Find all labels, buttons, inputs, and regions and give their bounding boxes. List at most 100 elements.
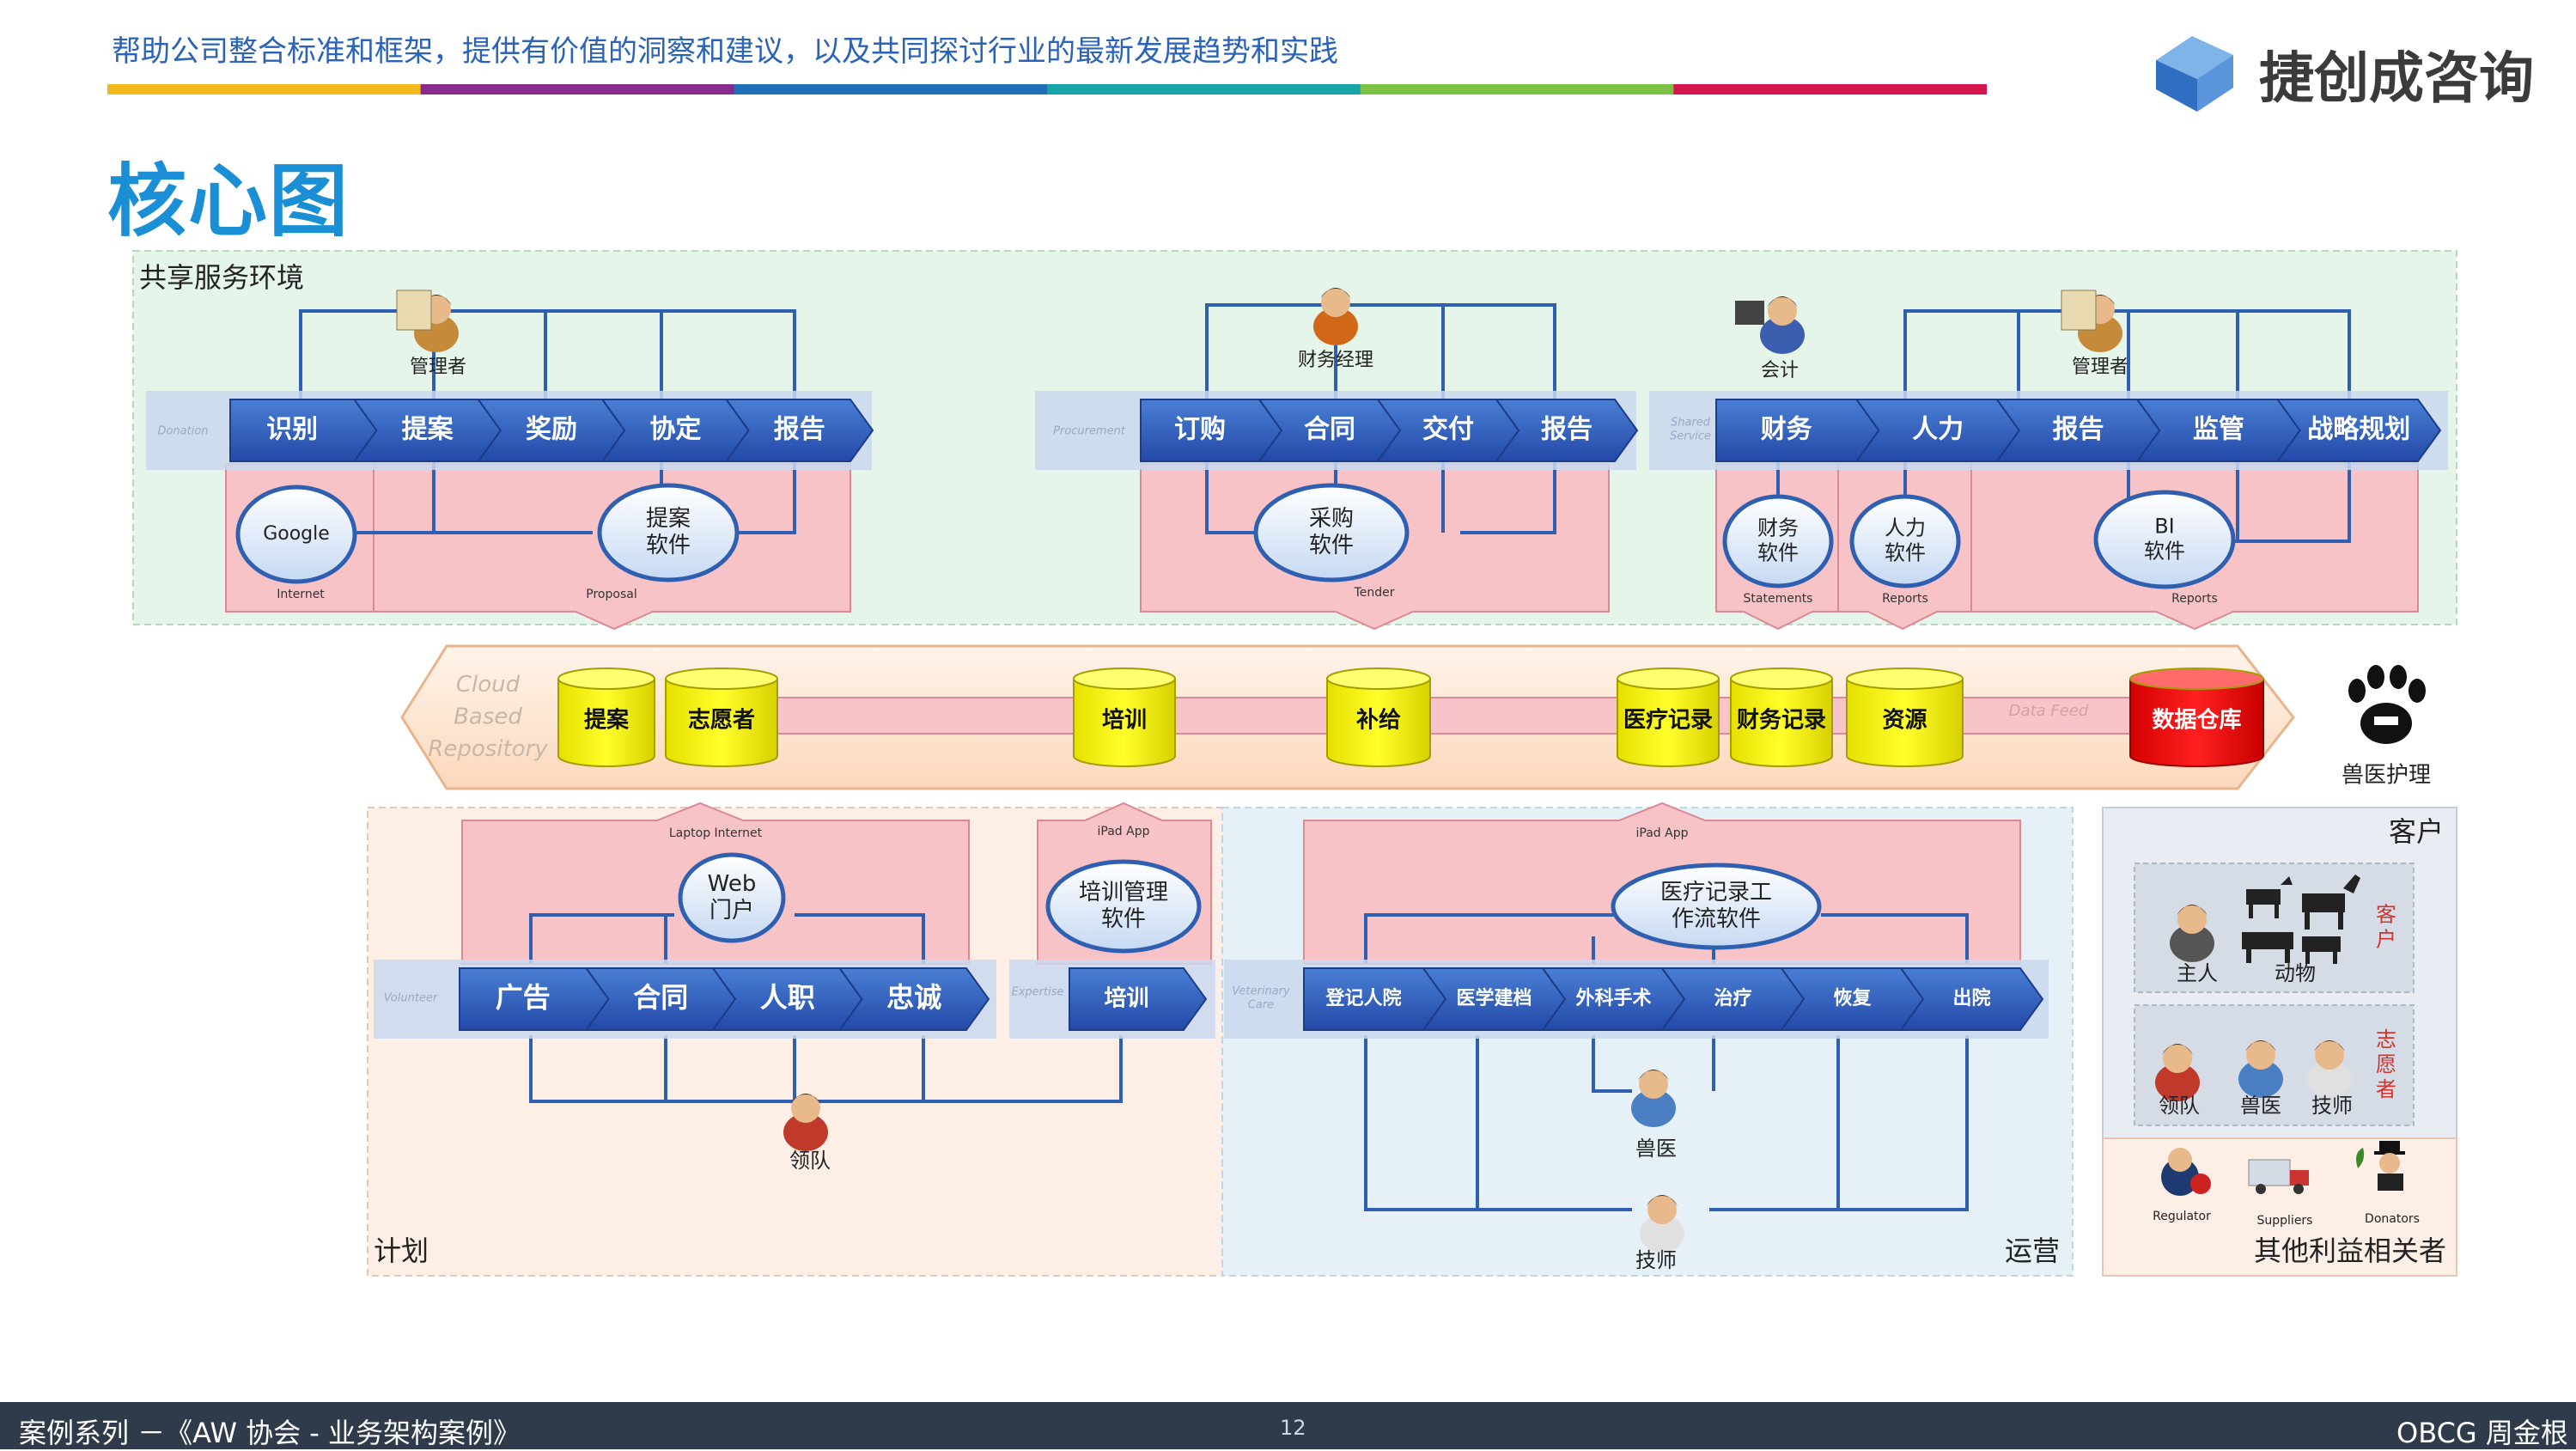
chevron-layer: 识别提案奖励协定报告订购合同交付报告财务人力报告监管战略规划广告合同人职忠诚培训… <box>229 399 2442 1031</box>
system-oval <box>2093 490 2236 589</box>
logo-cube-icon <box>2156 36 2233 112</box>
g3-chevron-label: 战略规划 <box>2307 415 2410 445</box>
page-title: 核心图 <box>107 155 350 247</box>
stripe-segment <box>420 84 735 94</box>
system-oval-label: 医疗记录工作流软件 <box>1660 880 1772 932</box>
volunteer-item-label: 兽医 <box>2240 1094 2281 1118</box>
volunteer-item-label: 领队 <box>2159 1094 2200 1118</box>
customer-label: 客户 <box>2389 815 2444 848</box>
system-oval-label: 财务软件 <box>1757 516 1799 565</box>
stakeholder-item-label: Regulator <box>2153 1210 2211 1223</box>
g1-role-label: 管理者 <box>410 357 466 378</box>
cylinder-label: 财务记录 <box>1737 708 1826 734</box>
plan-chevron <box>837 967 990 1031</box>
system-oval <box>678 852 786 943</box>
newspaper-icon <box>396 290 432 331</box>
plan-band-label: Volunteer <box>384 992 439 1005</box>
plan-chevron-label: 忠诚 <box>886 981 941 1014</box>
database-cylinder <box>1730 678 1833 767</box>
cylinder-top <box>557 668 655 690</box>
finance-manager-person-icon <box>1313 288 1358 345</box>
g1-chevron-label: 协定 <box>649 415 701 445</box>
cylinder-label: 医疗记录 <box>1623 707 1713 734</box>
cylinder-label: 数据仓库 <box>2152 707 2241 734</box>
g1-chevron-label: 提案 <box>402 415 454 445</box>
footer-right: OBCG 周金根 <box>2396 1417 2568 1449</box>
cylinder-top <box>1730 668 1833 690</box>
cylinder-top <box>1617 668 1720 690</box>
ops-chevron-label: 出院 <box>1952 987 1990 1009</box>
cylinder-layer: 提案志愿者培训补给医疗记录财务记录资源数据仓库 <box>557 668 2264 767</box>
cylinder-top <box>1326 668 1431 690</box>
database-cylinder <box>665 678 778 767</box>
vet-person-icon <box>2238 1040 2283 1098</box>
database-cylinder <box>1326 678 1431 767</box>
g2-band-label: Procurement <box>1053 425 1126 438</box>
g1-chevron-label: 奖励 <box>526 415 577 445</box>
vet-person-icon <box>1631 1070 1676 1127</box>
system-oval <box>1849 494 1961 588</box>
stripe-segment <box>107 84 422 94</box>
cylinder-top <box>665 668 778 690</box>
plan-chevron-label: 广告 <box>496 981 551 1014</box>
suppliers-truck-icon <box>2248 1159 2309 1194</box>
footer-page-number: 12 <box>1280 1416 1306 1440</box>
system-oval <box>1253 483 1410 582</box>
technician-person-icon <box>2307 1040 2352 1098</box>
database-cylinder <box>2129 678 2264 767</box>
cylinder-top <box>1073 668 1176 690</box>
training-band-label: Expertise <box>1012 986 1064 999</box>
system-oval <box>1045 859 1202 954</box>
stripe-segment <box>1047 84 1361 94</box>
stakeholder-item-label: Suppliers <box>2257 1214 2313 1228</box>
g3-chevron-label: 人力 <box>1912 415 1964 445</box>
database-cylinder <box>1846 678 1964 767</box>
owner-person-icon <box>2170 905 2214 962</box>
system-oval <box>1611 863 1822 950</box>
plan-label: 计划 <box>374 1235 429 1267</box>
system-oval-label: 提案软件 <box>646 506 691 558</box>
stripe-segment <box>734 84 1048 94</box>
g2-role-label: 财务经理 <box>1298 350 1373 371</box>
g1-chevron-label: 识别 <box>266 415 318 445</box>
ops-chevron <box>1899 967 2044 1031</box>
vet-care-label: 兽医护理 <box>2342 763 2431 789</box>
plan-chevron-label: 人职 <box>760 981 815 1014</box>
g1-chevron <box>724 399 874 462</box>
system-oval <box>1722 494 1834 588</box>
person-layer <box>396 288 2352 1253</box>
g3-sub-label: Reports <box>2171 592 2218 606</box>
g1-sub-label: Proposal <box>586 588 636 601</box>
g3-sub-label: Statements <box>1744 592 1813 606</box>
cylinder-top <box>1846 668 1964 690</box>
technician-person-icon <box>1640 1195 1684 1253</box>
g3-role-label: 会计 <box>1761 360 1799 381</box>
shared-env-label: 共享服务环境 <box>139 261 304 294</box>
stripe-segment <box>1673 84 1987 94</box>
system-oval-label: 培训管理软件 <box>1079 880 1168 932</box>
logo-text: 捷创成咨询 <box>2259 47 2534 111</box>
cylinder-label: 补给 <box>1356 707 1401 734</box>
volunteer-side-label: 志愿者 <box>2376 1027 2396 1101</box>
computer-icon <box>1735 301 1764 325</box>
ops-role-label: 兽医 <box>1635 1137 1677 1161</box>
g1-sub-label: Internet <box>277 588 325 601</box>
cylinder-label: 志愿者 <box>688 708 755 734</box>
plan-chevron-label: 合同 <box>633 981 688 1014</box>
ops-chevron-label: 登记人院 <box>1325 987 1401 1009</box>
ops-chevron-label: 恢复 <box>1833 987 1872 1009</box>
g3-role-label: 管理者 <box>2072 357 2128 378</box>
g3-sub-label: Reports <box>1882 592 1928 606</box>
cylinder-top <box>2129 668 2264 690</box>
database-cylinder <box>557 678 655 767</box>
ops-chevron-label: 治疗 <box>1714 987 1751 1009</box>
g2-chevron-label: 订购 <box>1174 415 1226 445</box>
stripe-segment <box>1360 84 1675 94</box>
header-color-stripe <box>107 84 1987 94</box>
system-oval <box>235 485 357 584</box>
paw-icon <box>2348 665 2426 744</box>
plan-role-label: 领队 <box>789 1149 831 1173</box>
animals-icon <box>2242 875 2360 964</box>
